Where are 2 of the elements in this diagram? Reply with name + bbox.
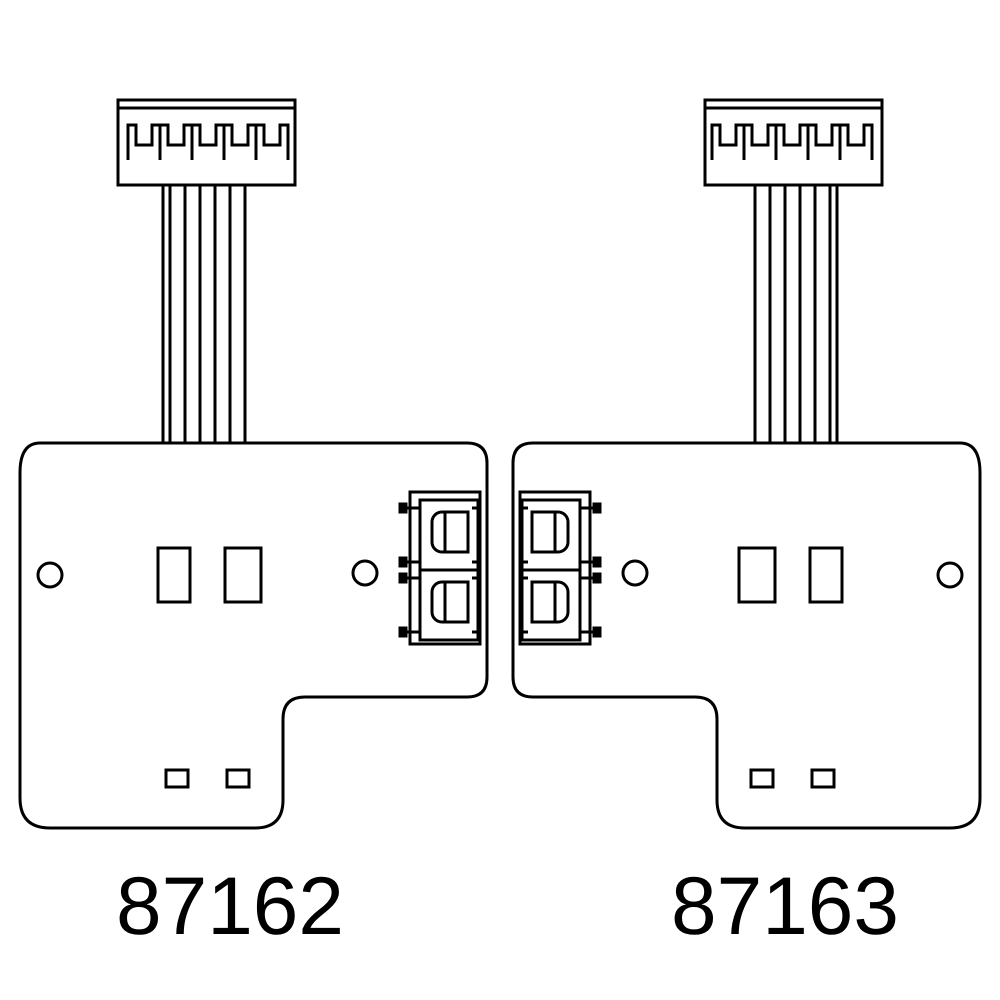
part-number: 87162 — [116, 866, 344, 948]
part-number: 87163 — [670, 866, 900, 948]
